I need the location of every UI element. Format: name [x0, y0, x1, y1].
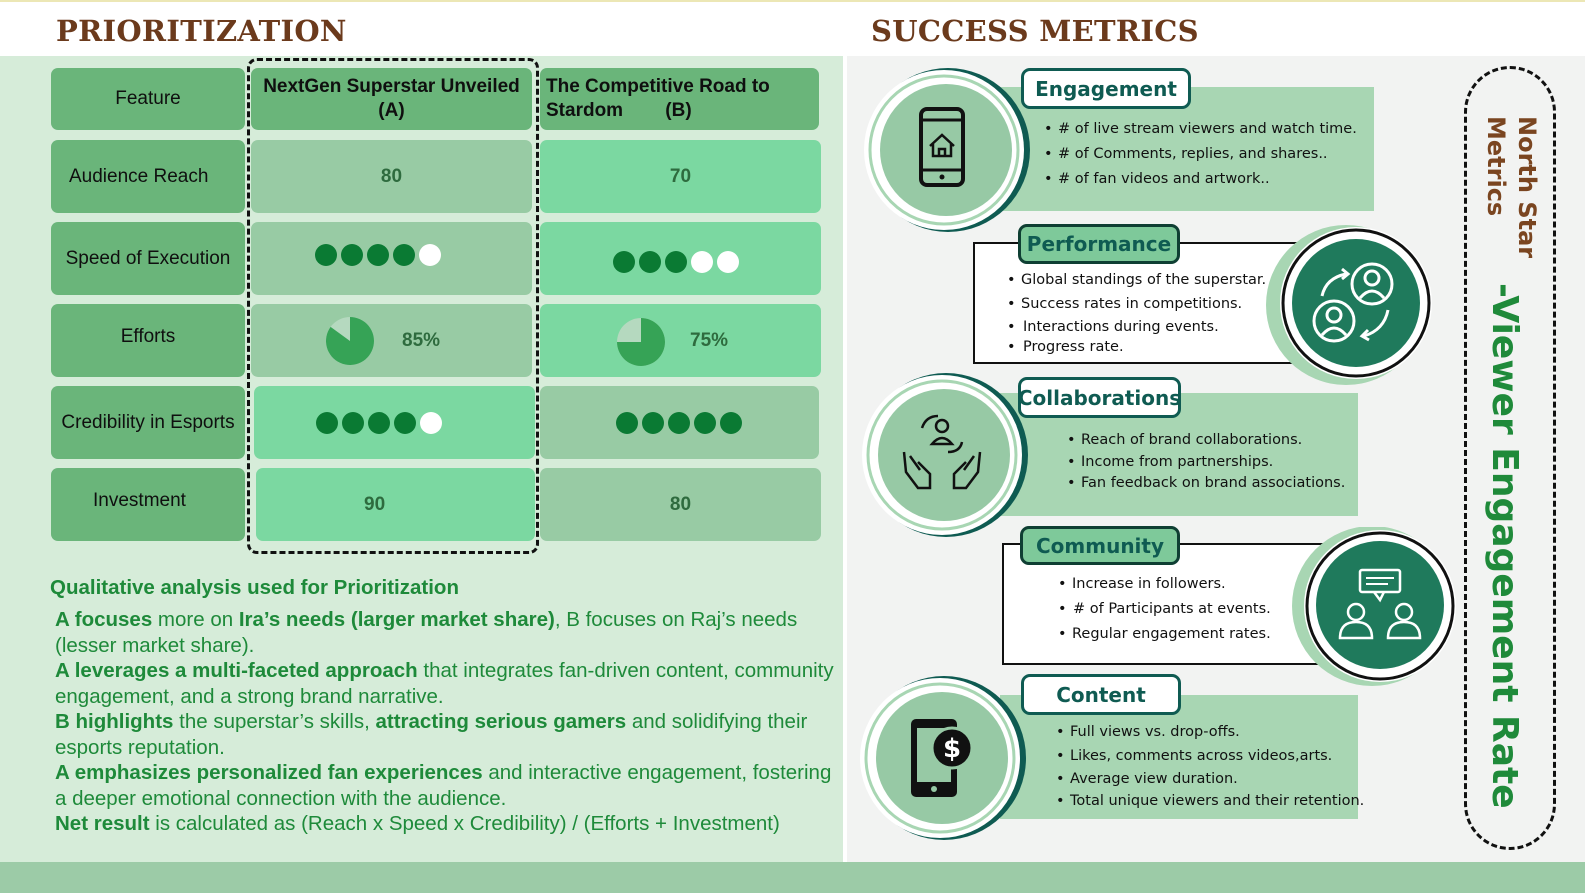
- audience-reach-b: 70: [540, 140, 821, 213]
- north-star-frame: [1464, 66, 1556, 850]
- rating-dot-filled: [315, 243, 337, 266]
- bullet: Success rates in competitions.: [1007, 292, 1266, 316]
- collaborations-bullets: Reach of brand collaborations. Income fr…: [1067, 428, 1345, 493]
- rating-dots: [613, 250, 739, 273]
- hands-collaboration-icon: [902, 414, 982, 490]
- success-metrics-heading: SUCCESS METRICS: [871, 14, 1199, 48]
- bullet: # of live stream viewers and watch time.: [1044, 117, 1357, 142]
- bullet: Likes, comments across videos,arts.: [1056, 744, 1364, 768]
- svg-text:$: $: [943, 734, 961, 764]
- rating-dot-empty: [420, 411, 442, 434]
- engagement-title: Engagement: [1021, 68, 1191, 109]
- qualitative-point-4: A emphasizes personalized fan experience…: [55, 761, 832, 810]
- rating-dot-filled: [367, 243, 389, 266]
- row-label-credibility: Credibility in Esports: [51, 386, 245, 459]
- rating-dot-filled: [639, 250, 661, 273]
- rating-dot-filled: [694, 411, 716, 434]
- rating-dot-filled: [720, 411, 742, 434]
- community-bullets: Increase in followers. # of Participants…: [1058, 572, 1271, 647]
- speed-of-execution-b: [540, 222, 821, 295]
- community-title: Community: [1020, 526, 1180, 565]
- bullet: Full views vs. drop-offs.: [1056, 721, 1364, 744]
- engagement-bullets: # of live stream viewers and watch time.…: [1044, 117, 1357, 192]
- audience-reach-a: 80: [251, 140, 532, 213]
- qualitative-point-5: Net result is calculated as (Reach x Spe…: [55, 812, 780, 835]
- rating-dot-empty: [717, 250, 739, 273]
- rating-dots: [316, 411, 442, 434]
- bullet: Total unique viewers and their retention…: [1056, 790, 1364, 812]
- row-label-efforts: Efforts: [51, 304, 245, 377]
- phone-dollar-icon: $: [911, 719, 974, 797]
- row-label-speed-of-execution: Speed of Execution: [51, 222, 245, 295]
- bullet: Interactions during events.: [1007, 316, 1266, 338]
- rating-dot-filled: [668, 411, 690, 434]
- bullet: Fan feedback on brand associations.: [1067, 473, 1345, 493]
- efforts-a-pie: [326, 317, 374, 365]
- option-b-header: The Competitive Road to Stardom (B): [540, 68, 819, 130]
- efforts-b: 75%: [540, 304, 821, 377]
- content-title: Content: [1021, 674, 1181, 715]
- row-label-investment: Investment: [51, 468, 245, 541]
- smartphone-home-icon: [919, 107, 965, 187]
- option-a-header: NextGen Superstar Unveiled (A): [251, 68, 532, 130]
- rating-dot-filled: [665, 250, 687, 273]
- collaborations-title: Collaborations: [1018, 377, 1181, 418]
- bullet: # of Participants at events.: [1058, 597, 1271, 622]
- bullet: Increase in followers.: [1058, 572, 1271, 597]
- qualitative-point-1: A focuses more on Ira’s needs (larger ma…: [55, 608, 798, 657]
- rating-dot-filled: [616, 411, 638, 434]
- north-star-title: North Star Metrics: [1482, 116, 1541, 259]
- rating-dot-empty: [691, 250, 713, 273]
- rating-dot-filled: [613, 250, 635, 273]
- investment-a: 90: [256, 468, 535, 541]
- option-a-highlight-frame: [247, 58, 539, 554]
- top-divider: [0, 0, 1585, 2]
- credibility-b: [540, 386, 819, 459]
- rating-dot-filled: [394, 411, 416, 434]
- qualitative-point-2: A leverages a multi-faceted approach tha…: [55, 659, 834, 708]
- community-chat-icon: [1338, 568, 1422, 640]
- bullet: Average view duration.: [1056, 768, 1364, 790]
- bullet: # of fan videos and artwork..: [1044, 167, 1357, 192]
- bullet: Reach of brand collaborations.: [1067, 428, 1345, 452]
- bullet: Regular engagement rates.: [1058, 622, 1271, 647]
- performance-title: Performance: [1018, 224, 1180, 264]
- bullet: # of Comments, replies, and shares..: [1044, 142, 1357, 167]
- north-star-value: -Viewer Engagement Rate: [1484, 283, 1525, 809]
- bullet: Progress rate.: [1007, 338, 1266, 357]
- bullet: Global standings of the superstar.: [1007, 268, 1266, 292]
- feature-header: Feature: [51, 68, 245, 130]
- efforts-b-pie: [617, 318, 665, 366]
- rating-dot-filled: [368, 411, 390, 434]
- content-bullets: Full views vs. drop-offs. Likes, comment…: [1056, 721, 1364, 812]
- speed-of-execution-a: [251, 222, 532, 295]
- performance-bullets: Global standings of the superstar. Succe…: [1007, 268, 1266, 357]
- qualitative-title: Qualitative analysis used for Prioritiza…: [50, 576, 459, 599]
- rating-dot-empty: [419, 243, 441, 266]
- rating-dot-filled: [316, 411, 338, 434]
- rating-dots: [616, 411, 742, 434]
- rating-dot-filled: [342, 411, 364, 434]
- rating-dot-filled: [642, 411, 664, 434]
- bullet: Income from partnerships.: [1067, 452, 1345, 473]
- pie-slice-filled: [617, 318, 665, 366]
- investment-b: 80: [540, 468, 821, 541]
- rating-dots: [315, 243, 441, 266]
- pie-slice-filled: [326, 317, 374, 365]
- row-label-audience-reach: Audience Reach: [51, 140, 245, 213]
- qualitative-point-3: B highlights the superstar’s skills, att…: [55, 710, 808, 759]
- rating-dot-filled: [341, 243, 363, 266]
- footer-bar: [0, 862, 1585, 893]
- collaborations-circle: [862, 373, 1028, 537]
- people-exchange-icon: [1312, 262, 1394, 343]
- credibility-a: [254, 386, 535, 459]
- prioritization-heading: PRIORITIZATION: [56, 14, 347, 48]
- rating-dot-filled: [393, 243, 415, 266]
- efforts-a: 85%: [251, 304, 532, 377]
